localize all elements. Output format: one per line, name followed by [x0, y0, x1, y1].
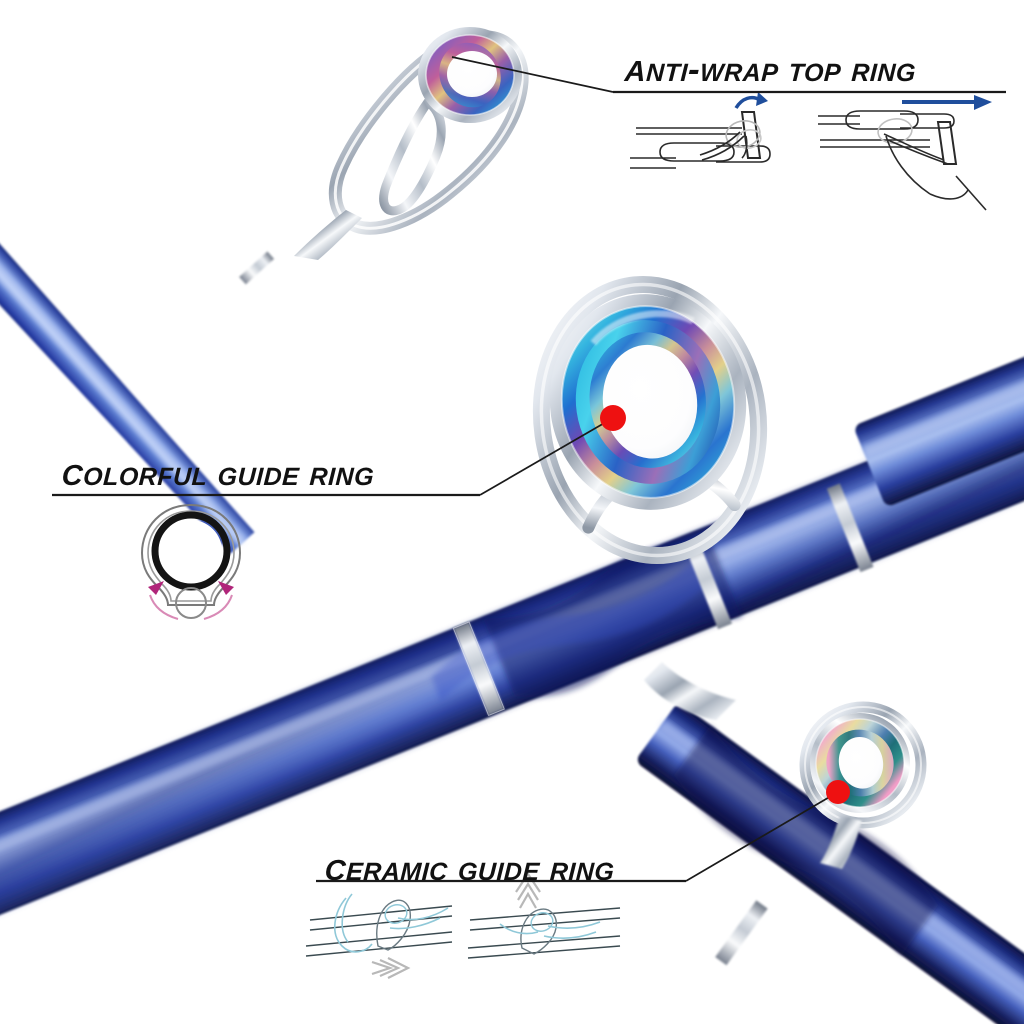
callout-label-ceramic-guide-ring: Ceramic guide ring [323, 843, 616, 889]
callout-leader-line [451, 56, 614, 93]
callout-leader-line [479, 417, 614, 496]
anti-wrap-panel-left [630, 92, 771, 169]
callout-anti-wrap-top-ring [451, 56, 1006, 94]
wrap-band-main-2 [683, 538, 733, 630]
rod-lower-section [637, 704, 1024, 1024]
anti-wrap-panel-right [818, 95, 992, 211]
callout-label-colorful-guide-ring: Colorful guide ring [60, 448, 376, 494]
ceramic-panel-right [467, 872, 621, 959]
callout-leader-line [685, 791, 839, 882]
wrap-band-main-1 [452, 621, 505, 717]
callout-ceramic-guide-ring [316, 780, 850, 883]
callout-marker-dot [600, 405, 626, 431]
top-guide-ring [294, 27, 529, 260]
callout-label-anti-wrap-top-ring: Anti-wrap top ring [623, 44, 918, 90]
callout-marker-dot [826, 780, 850, 804]
colorful-guide-ring-part [532, 275, 768, 720]
rod-tip-section [0, 60, 275, 554]
wrap-band-main-3 [826, 483, 874, 573]
ceramic-diagram-pair [305, 872, 621, 979]
callout-colorful-guide-ring [52, 405, 626, 497]
anti-wrap-diagram-pair [630, 92, 992, 211]
colorful-ring-cross-section-icon [140, 503, 242, 620]
ceramic-panel-left [305, 893, 453, 979]
rod-main-upper-right [855, 308, 1024, 506]
rod-main-section [0, 369, 1024, 961]
